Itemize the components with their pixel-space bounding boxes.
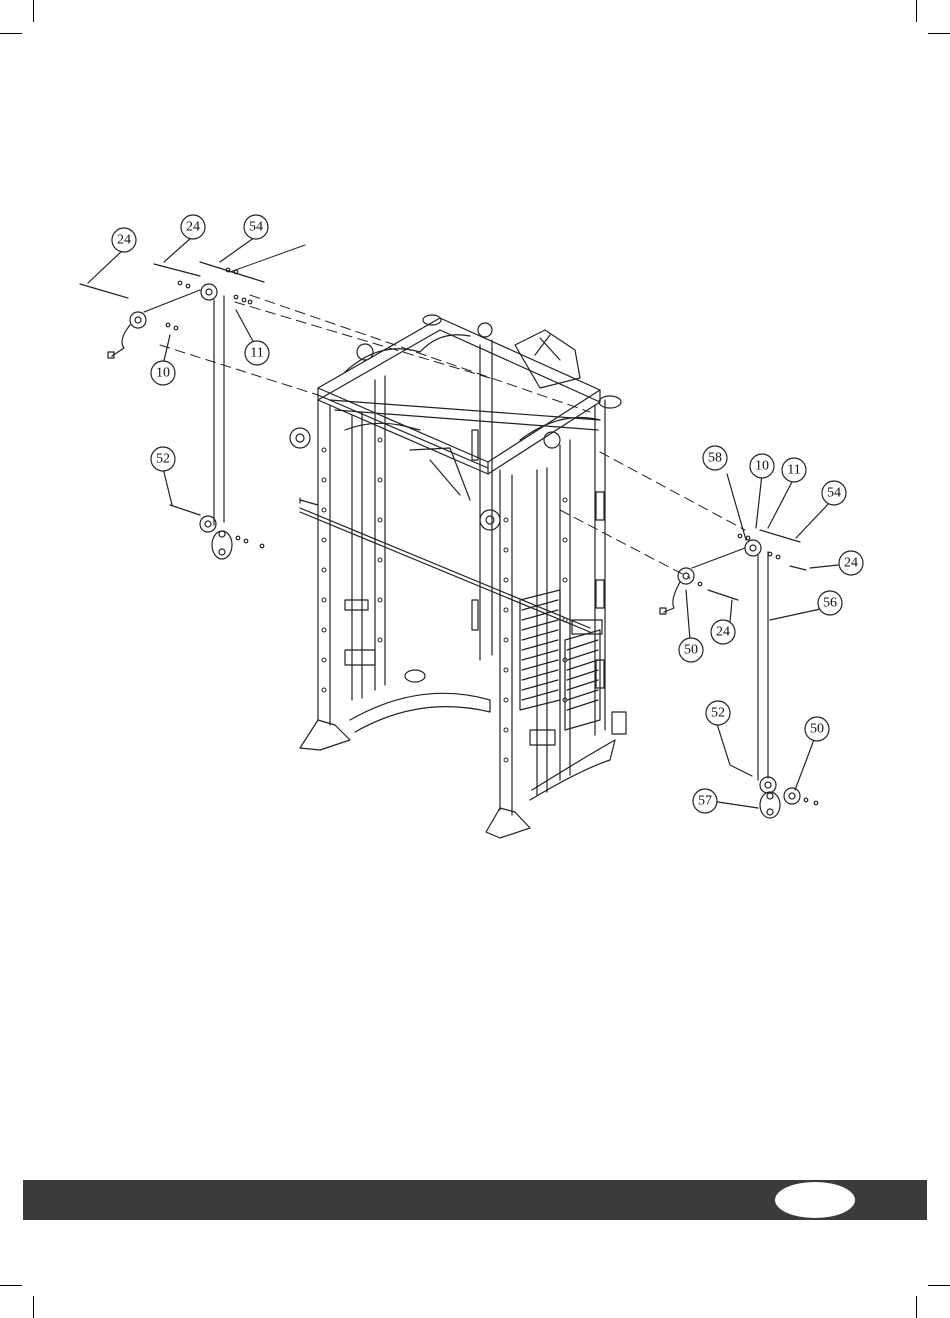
callout-right-24b: 24 xyxy=(716,625,730,640)
callout-left-24b: 24 xyxy=(186,220,200,235)
callout-left-52: 52 xyxy=(156,452,170,467)
callout-right-10: 10 xyxy=(755,459,769,474)
callout-right-57: 57 xyxy=(698,794,712,809)
left-cable-assembly xyxy=(80,237,264,559)
callout-left-24a: 24 xyxy=(117,233,131,248)
page-number xyxy=(775,1182,855,1218)
callout-circles xyxy=(112,215,863,813)
callout-left-11: 11 xyxy=(250,346,263,361)
callout-right-58: 58 xyxy=(708,451,722,466)
callout-right-56: 56 xyxy=(823,596,837,611)
assembly-guide-lines xyxy=(160,295,745,578)
callout-right-24a: 24 xyxy=(844,556,858,571)
callout-left-54: 54 xyxy=(249,220,263,235)
callout-right-50b: 50 xyxy=(810,722,824,737)
callout-right-54: 54 xyxy=(827,486,841,501)
page-number-badge xyxy=(775,1182,855,1218)
callout-right-11: 11 xyxy=(787,463,800,478)
callout-left-10: 10 xyxy=(156,366,170,381)
rack-frame xyxy=(290,315,626,838)
leader-line-top xyxy=(230,245,305,272)
callout-right-50a: 50 xyxy=(684,643,698,658)
callout-right-52: 52 xyxy=(711,706,725,721)
